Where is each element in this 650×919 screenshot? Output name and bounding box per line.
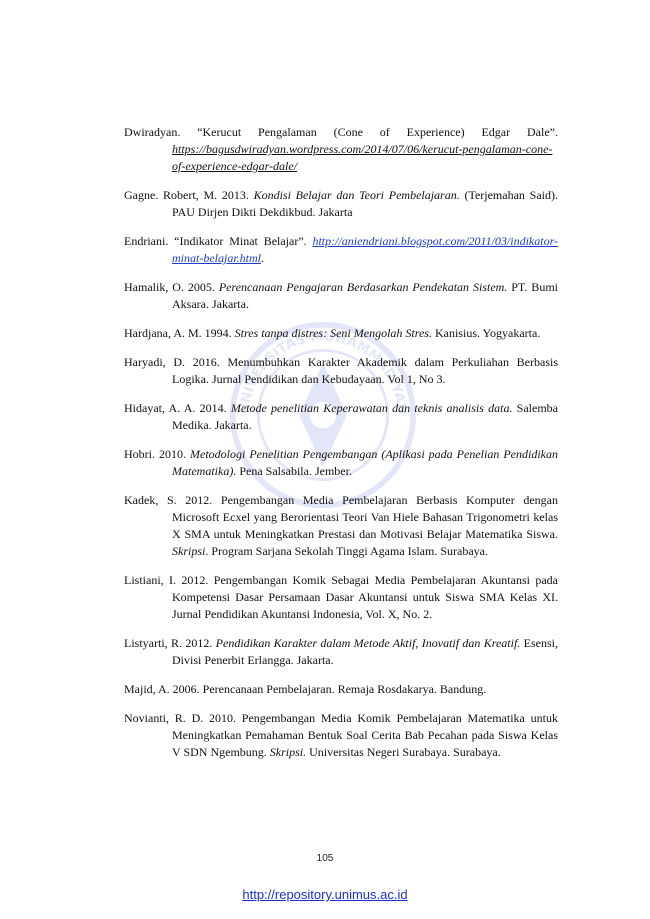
- reference-text: Majid, A. 2006. Perencanaan Pembelajaran…: [124, 682, 487, 696]
- reference-text: Esensi, Divisi Penerbit Erlangga. Jakart…: [172, 636, 558, 667]
- reference-text: Kanisius. Yogyakarta.: [431, 326, 541, 340]
- reference-title: Skripsi: [172, 544, 206, 558]
- reference-text: Salemba Medika. Jakarta.: [172, 401, 558, 432]
- reference-text: Hidayat, A. A. 2014.: [124, 401, 231, 415]
- reference-entry: Hardjana, A. M. 1994. Stres tanpa distre…: [124, 325, 558, 342]
- reference-entry: Hamalik, O. 2005. Perencanaan Pengajaran…: [124, 279, 558, 313]
- reference-entry: Haryadi, D. 2016. Menumbuhkan Karakter A…: [124, 354, 558, 388]
- reference-list: Dwiradyan. “Kerucut Pengalaman (Cone of …: [124, 124, 558, 773]
- reference-text: Kadek, S. 2012. Pengembangan Media Pembe…: [124, 493, 558, 541]
- reference-link[interactable]: http://aniendriani.blogspot.com/2011/03/…: [172, 234, 558, 265]
- reference-entry: Hobri. 2010. Metodologi Penelitian Penge…: [124, 446, 558, 480]
- reference-entry: Novianti, R. D. 2010. Pengembangan Media…: [124, 710, 558, 761]
- reference-text: PT. Bumi Aksara. Jakarta.: [172, 280, 558, 311]
- reference-entry: Majid, A. 2006. Perencanaan Pembelajaran…: [124, 681, 558, 698]
- reference-text: Novianti, R. D. 2010. Pengembangan Media…: [124, 711, 558, 759]
- reference-text: Listiani, I. 2012. Pengembangan Komik Se…: [124, 573, 558, 621]
- reference-title: Stres tanpa distres: Seni Mengolah Stres…: [234, 326, 432, 340]
- reference-text: Gagne. Robert, M. 2013.: [124, 188, 254, 202]
- reference-entry: Kadek, S. 2012. Pengembangan Media Pembe…: [124, 492, 558, 560]
- reference-link[interactable]: https://bagusdwiradyan.wordpress.com/201…: [172, 142, 553, 173]
- reference-entry: Dwiradyan. “Kerucut Pengalaman (Cone of …: [124, 124, 558, 175]
- reference-text: Pena Salsabila. Jember.: [236, 464, 352, 478]
- reference-text: Hardjana, A. M. 1994.: [124, 326, 235, 340]
- reference-title: Metode penelitian Keperawatan dan teknis…: [230, 401, 513, 415]
- reference-entry: Listyarti, R. 2012. Pendidikan Karakter …: [124, 635, 558, 669]
- reference-text: Hobri. 2010.: [124, 447, 191, 461]
- reference-text: Dwiradyan. “Kerucut Pengalaman (Cone of …: [124, 125, 558, 139]
- reference-text: Haryadi, D. 2016. Menumbuhkan Karakter A…: [124, 355, 558, 386]
- reference-text: (Terjemahan Said). PAU Dirjen Dikti Dekd…: [172, 188, 558, 219]
- reference-title: Kondisi Belajar dan Teori Pembelajaran.: [253, 188, 460, 202]
- page-number: 105: [316, 853, 334, 864]
- reference-title: Pendidikan Karakter dalam Metode Aktif, …: [215, 636, 521, 650]
- reference-text: .: [261, 251, 264, 265]
- repository-footer-link[interactable]: http://repository.unimus.ac.id: [242, 887, 408, 902]
- reference-entry: Gagne. Robert, M. 2013. Kondisi Belajar …: [124, 187, 558, 221]
- reference-title: Perencanaan Pengajaran Berdasarkan Pende…: [218, 280, 508, 294]
- reference-entry: Listiani, I. 2012. Pengembangan Komik Se…: [124, 572, 558, 623]
- reference-text: Universitas Negeri Surabaya. Surabaya.: [306, 745, 501, 759]
- reference-title: Skripsi.: [269, 745, 307, 759]
- reference-entry: Hidayat, A. A. 2014. Metode penelitian K…: [124, 400, 558, 434]
- reference-text: Endriani. “Indikator Minat Belajar”.: [124, 234, 313, 248]
- reference-entry: Endriani. “Indikator Minat Belajar”. htt…: [124, 233, 558, 267]
- reference-text: . Program Sarjana Sekolah Tinggi Agama I…: [205, 544, 488, 558]
- reference-text: Hamalik, O. 2005.: [124, 280, 219, 294]
- reference-title: Metodologi Penelitian Pengembangan (Apli…: [172, 447, 558, 478]
- reference-text: Listyarti, R. 2012.: [124, 636, 216, 650]
